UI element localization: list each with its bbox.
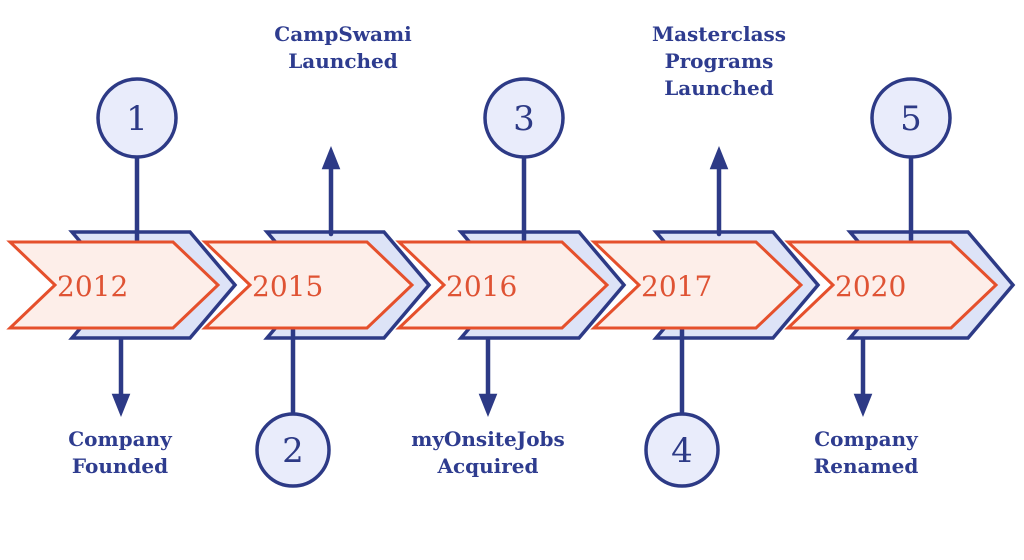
event-label-line: myOnsiteJobs [411,427,565,451]
event-label-line: Programs [665,49,774,73]
event-label-line: Renamed [814,454,919,478]
milestone-circle [96,77,178,159]
arrow-down-icon [111,393,131,418]
milestone-circle [644,412,720,488]
event-label-line: Company [814,427,919,451]
milestone-number: 2 [282,431,304,471]
year-label: 2016 [446,270,517,303]
label-pointers [111,145,873,418]
event-label-line: Launched [288,49,398,73]
chevron-arrow [784,240,999,330]
year-label: 2015 [252,270,323,303]
milestone-number: 1 [126,99,148,139]
year-label: 2012 [57,270,128,303]
chevron-arrow [590,240,804,330]
milestone-number: 4 [671,431,693,471]
milestone-circle [255,412,331,488]
event-label-line: Acquired [436,454,538,478]
chevron-arrow [6,240,221,330]
arrow-down-icon [853,393,873,418]
event-label-line: Company [68,427,173,451]
chevron-arrow-row [6,240,999,330]
event-label: CampSwami Launched [274,22,412,73]
arrow-up-icon [321,145,341,170]
chevron-arrow [395,240,610,330]
year-label: 2020 [835,270,906,303]
event-label-line: Launched [664,76,774,100]
milestone-circle [483,77,565,159]
year-labels: 2012 2015 2016 2017 2020 [57,270,906,303]
event-label-line: Masterclass [652,22,786,46]
circle-stems [134,155,914,419]
event-label: Masterclass Programs Launched [652,22,786,100]
arrow-down-icon [478,393,498,418]
chevron-arrow [201,240,415,330]
milestone-number: 3 [513,99,535,139]
event-label: Company Renamed [814,427,919,478]
event-label: myOnsiteJobs Acquired [411,427,565,478]
event-labels: Company Founded CampSwami Launched myOns… [68,22,919,478]
event-label-line: Founded [72,454,168,478]
milestone-circles: 1 2 3 4 5 [96,77,952,488]
arrow-up-icon [709,145,729,170]
event-label: Company Founded [68,427,173,478]
year-label: 2017 [641,270,712,303]
event-label-line: CampSwami [274,22,412,46]
milestone-circle [870,77,952,159]
milestone-number: 5 [900,99,922,139]
